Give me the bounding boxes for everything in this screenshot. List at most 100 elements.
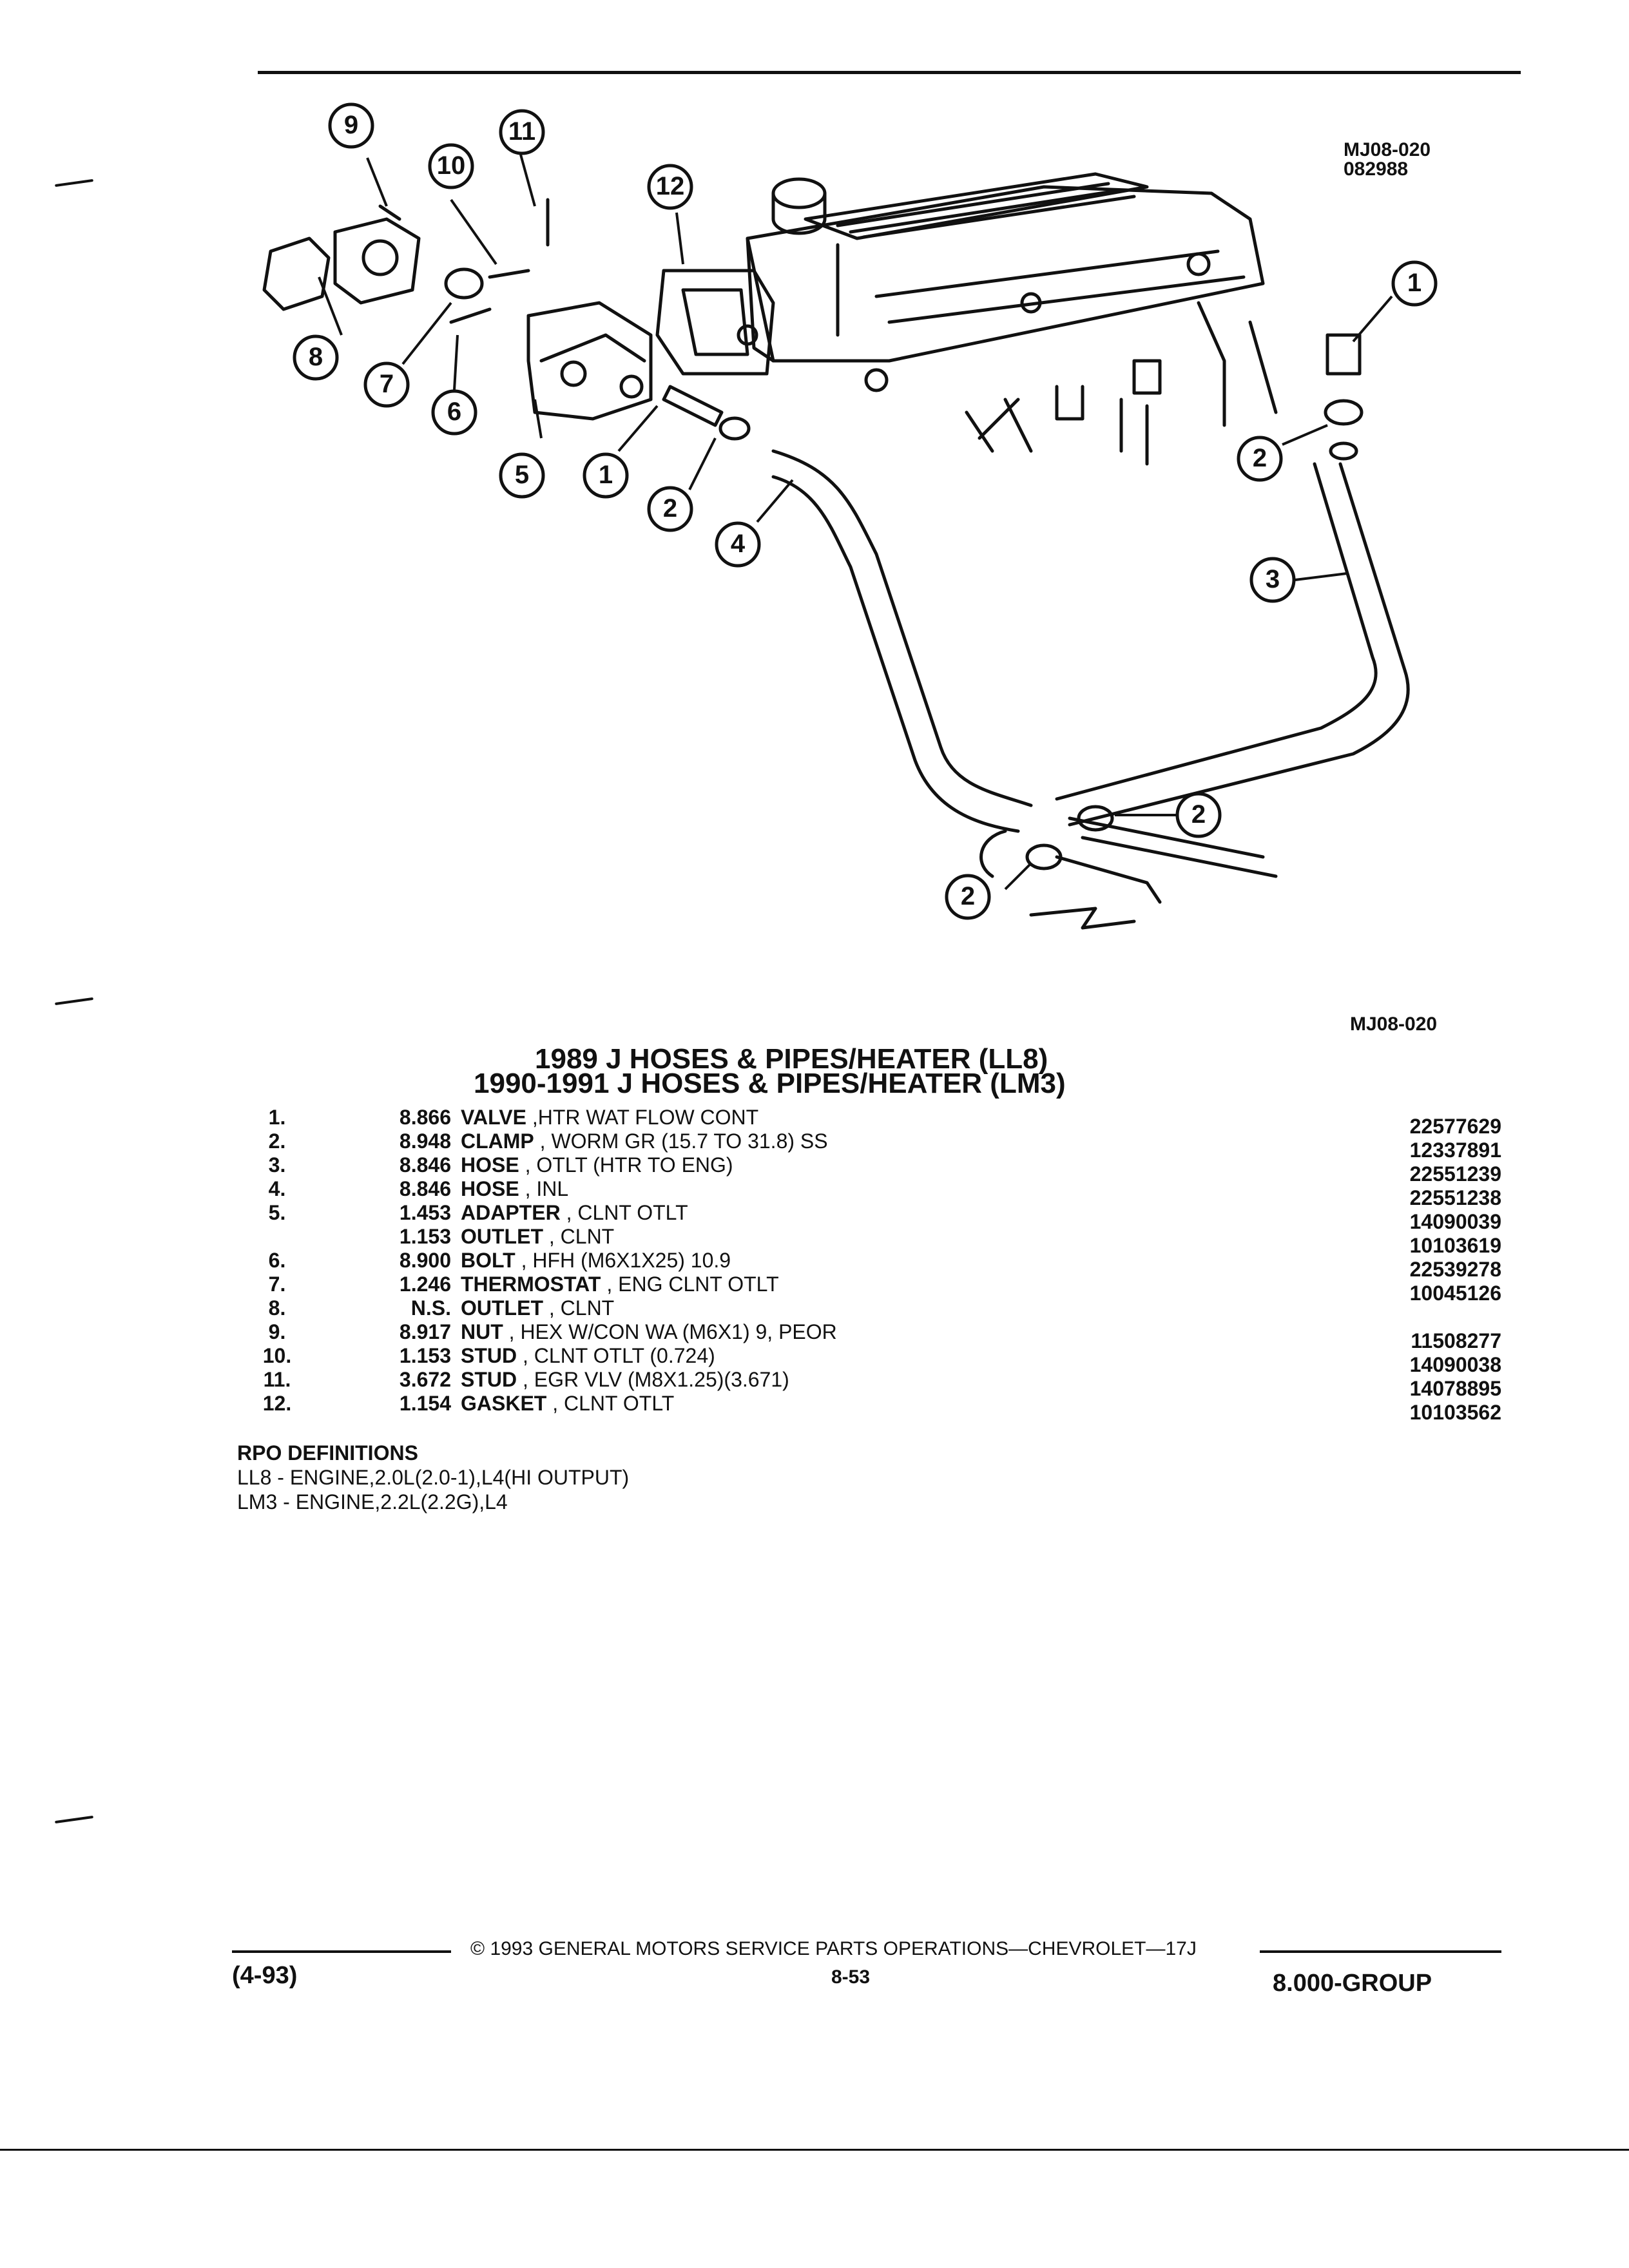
part-description: NUT , HEX W/CON WA (M6X1) 9, PEOR bbox=[461, 1320, 837, 1344]
part-description: GASKET , CLNT OTLT bbox=[461, 1392, 674, 1416]
part-name: ADAPTER bbox=[461, 1201, 561, 1224]
parts-list: 1. 8.866 VALVE ,HTR WAT FLOW CONT 225776… bbox=[232, 1106, 1521, 1424]
revision-date: (4-93) bbox=[232, 1962, 298, 1989]
binding-mark bbox=[55, 997, 93, 1006]
rpo-definitions: RPO DEFINITIONS LL8 - ENGINE,2.0L(2.0-1)… bbox=[237, 1441, 629, 1514]
parts-row: 1.153 OUTLET , CLNT 10103619 bbox=[232, 1225, 1521, 1257]
part-name: BOLT bbox=[461, 1249, 516, 1272]
parts-row: 3. 8.846 HOSE , OTLT (HTR TO ENG) 225512… bbox=[232, 1153, 1521, 1186]
copyright-line: © 1993 GENERAL MOTORS SERVICE PARTS OPER… bbox=[470, 1938, 1197, 1959]
callout-label: 3 bbox=[1265, 565, 1280, 593]
section-title: 1989 J HOSES & PIPES/HEATER (LL8) bbox=[535, 1043, 1048, 1075]
section-subtitle: 1990-1991 J HOSES & PIPES/HEATER (LM3) bbox=[474, 1068, 1066, 1099]
part-description: CLAMP , WORM GR (15.7 TO 31.8) SS bbox=[461, 1129, 828, 1153]
item-number: 2. bbox=[268, 1129, 286, 1153]
group-code: 1.154 bbox=[399, 1392, 451, 1415]
part-detail: , HEX W/CON WA (M6X1) 9, PEOR bbox=[503, 1320, 837, 1343]
parts-row: 7. 1.246 THERMOSTAT , ENG CLNT OTLT 1004… bbox=[232, 1273, 1521, 1305]
parts-row: 6. 8.900 BOLT , HFH (M6X1X25) 10.9 22539… bbox=[232, 1249, 1521, 1281]
part-number: 11508277 bbox=[1411, 1329, 1501, 1352]
group-code: 8.917 bbox=[399, 1320, 451, 1343]
part-name: THERMOSTAT bbox=[461, 1273, 601, 1296]
part-detail: , INL bbox=[519, 1177, 569, 1200]
parts-row: 5. 1.453 ADAPTER , CLNT OTLT 14090039 bbox=[232, 1201, 1521, 1233]
part-detail: , WORM GR (15.7 TO 31.8) SS bbox=[534, 1129, 828, 1153]
callout-label: 4 bbox=[730, 530, 746, 558]
page-number: 8-53 bbox=[831, 1966, 871, 1988]
callout-label: 8 bbox=[308, 343, 323, 371]
item-number: 6. bbox=[268, 1249, 286, 1272]
part-description: VALVE ,HTR WAT FLOW CONT bbox=[461, 1106, 758, 1129]
callout-label: 10 bbox=[436, 151, 466, 180]
item-number: 3. bbox=[268, 1153, 286, 1177]
part-name: GASKET bbox=[461, 1392, 547, 1415]
part-name: OUTLET bbox=[461, 1225, 543, 1248]
group-label: 8.000-GROUP bbox=[1273, 1970, 1432, 1997]
parts-row: 1. 8.866 VALVE ,HTR WAT FLOW CONT 225776… bbox=[232, 1106, 1521, 1138]
callout-label: 6 bbox=[447, 398, 462, 426]
part-detail: , HFH (M6X1X25) 10.9 bbox=[515, 1249, 731, 1272]
part-name: OUTLET bbox=[461, 1296, 543, 1320]
part-number: 10103619 bbox=[1409, 1234, 1501, 1257]
part-number: 14090039 bbox=[1409, 1210, 1501, 1233]
item-number: 9. bbox=[268, 1320, 286, 1343]
engine-valve-cover-drawing bbox=[737, 172, 1278, 466]
binding-mark bbox=[55, 1815, 93, 1824]
part-name: CLAMP bbox=[461, 1129, 534, 1153]
part-description: BOLT , HFH (M6X1X25) 10.9 bbox=[461, 1249, 731, 1273]
part-detail: , EGR VLV (M8X1.25)(3.671) bbox=[517, 1368, 789, 1391]
parts-row: 8. N.S. OUTLET , CLNT bbox=[232, 1296, 1521, 1320]
part-number: 22551238 bbox=[1409, 1186, 1501, 1209]
part-detail: , CLNT OTLT bbox=[546, 1392, 675, 1415]
item-number: 8. bbox=[268, 1296, 286, 1320]
group-code: 3.672 bbox=[399, 1368, 451, 1391]
callout-label: 11 bbox=[508, 117, 536, 146]
figure-code: MJ08-020 bbox=[1344, 139, 1431, 160]
figure-code-bottom: MJ08-020 bbox=[1350, 1014, 1438, 1035]
part-number: 14090038 bbox=[1409, 1353, 1501, 1376]
item-number: 1. bbox=[268, 1106, 286, 1129]
parts-row: 9. 8.917 NUT , HEX W/CON WA (M6X1) 9, PE… bbox=[232, 1320, 1521, 1352]
callout-label: 12 bbox=[655, 172, 685, 200]
part-number: 10103562 bbox=[1409, 1401, 1501, 1424]
part-number: 22539278 bbox=[1409, 1258, 1501, 1281]
part-number: 14078895 bbox=[1409, 1377, 1501, 1400]
top-rule bbox=[258, 71, 1521, 74]
group-code: 1.153 bbox=[399, 1225, 451, 1248]
item-number: 5. bbox=[268, 1201, 286, 1224]
inlet-hose-drawing bbox=[771, 449, 1033, 807]
part-detail: ,HTR WAT FLOW CONT bbox=[526, 1106, 759, 1129]
part-detail: , ENG CLNT OTLT bbox=[601, 1273, 779, 1296]
part-number: 22577629 bbox=[1409, 1115, 1501, 1138]
group-code: 8.846 bbox=[399, 1177, 451, 1200]
outlet-drawing bbox=[262, 236, 331, 311]
rpo-line: LL8 - ENGINE,2.0L(2.0-1),L4(HI OUTPUT) bbox=[237, 1466, 630, 1489]
part-detail: , OTLT (HTR TO ENG) bbox=[519, 1153, 733, 1177]
rpo-title: RPO DEFINITIONS bbox=[237, 1441, 418, 1465]
callout-label: 9 bbox=[343, 111, 359, 139]
group-code: 8.948 bbox=[399, 1129, 451, 1153]
outlet-hose-drawing bbox=[1068, 462, 1410, 827]
item-number: 11. bbox=[263, 1368, 291, 1391]
part-number: 10045126 bbox=[1409, 1282, 1501, 1305]
part-name: STUD bbox=[461, 1344, 517, 1367]
thermostat-drawing bbox=[444, 267, 484, 300]
part-description: OUTLET , CLNT bbox=[461, 1225, 614, 1249]
group-code: N.S. bbox=[410, 1296, 451, 1320]
group-code: 1.246 bbox=[399, 1273, 451, 1296]
adapter-drawing bbox=[526, 301, 653, 421]
parts-row: 2. 8.948 CLAMP , WORM GR (15.7 TO 31.8) … bbox=[232, 1129, 1521, 1162]
item-number: 10. bbox=[262, 1344, 292, 1367]
part-name: STUD bbox=[461, 1368, 517, 1391]
part-description: HOSE , INL bbox=[461, 1177, 568, 1201]
part-name: HOSE bbox=[461, 1177, 519, 1200]
part-description: ADAPTER , CLNT OTLT bbox=[461, 1201, 688, 1225]
part-detail: , CLNT OTLT bbox=[560, 1201, 688, 1224]
callout-label: 2 bbox=[960, 882, 976, 910]
exploded-parts-diagram bbox=[262, 102, 1438, 930]
part-description: HOSE , OTLT (HTR TO ENG) bbox=[461, 1153, 733, 1177]
parts-row: 11. 3.672 STUD , EGR VLV (M8X1.25)(3.671… bbox=[232, 1368, 1521, 1400]
part-detail: , CLNT bbox=[543, 1296, 615, 1320]
callout-label: 2 bbox=[1252, 444, 1268, 472]
item-number: 4. bbox=[268, 1177, 286, 1200]
